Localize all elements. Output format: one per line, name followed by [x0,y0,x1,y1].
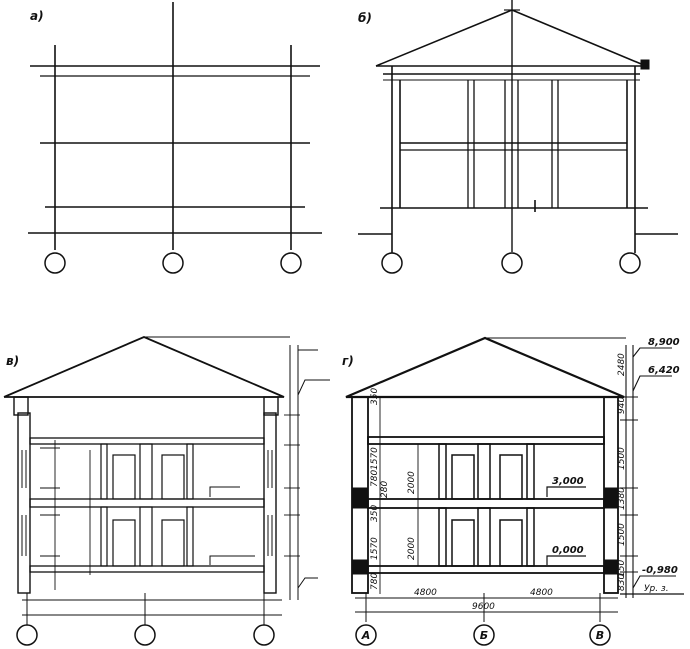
panel-g-partition-2-upper [477,443,491,500]
dim-left-sill-1f: 780 [370,573,380,590]
panel-v-top-slab [29,437,265,445]
panel-g-leader-ridge [632,347,672,358]
panel-a-axis-grid: а) [28,2,322,274]
dim-left-window-1f: 1570 [370,537,380,560]
panel-v-partition-2-lower [139,506,153,567]
panel-g-roof [345,336,625,399]
panel-b-label: б) [358,11,372,25]
panel-g-door-2f-right [499,454,523,500]
level-second-floor: 3,000 [552,476,584,487]
panel-a-axis-bubble-3 [280,252,302,274]
panel-v-parapet-left [13,396,29,416]
panel-g-door-1f-left [451,519,475,567]
level-ground: -0,980 [642,565,678,576]
panel-v-label: в) [6,354,19,368]
panel-b-roof [375,9,647,67]
dim-bay-left: 4800 [414,588,437,598]
panel-g-door-1f-right [499,519,523,567]
panel-v-wall-right [263,412,277,594]
panel-g-floor-slab [367,565,605,574]
panel-v-partition-3-upper [186,443,194,500]
panel-v-partition-2-upper [139,443,153,500]
panel-v-level-leader-1f [209,555,255,565]
panel-v-section-draft: в) [3,336,330,646]
dim-pier: 1380 [617,487,627,510]
dim-total-span: 9600 [472,602,495,612]
panel-a-label: а) [30,9,44,23]
panel-v-mid-slab [29,498,265,508]
panel-g-partition-3-upper [526,443,535,500]
panel-g-door-2f-left [451,454,475,500]
panel-v-axis-bubble-1 [16,624,38,646]
panel-v-door-1f-right [161,519,185,567]
dim-door-2f: 2000 [407,471,417,494]
dim-plinth: 830 [617,574,627,591]
dim-left-top: 350 [370,388,380,405]
panel-b-gutter [640,59,650,70]
panel-v-axis-bubble-3 [253,624,275,646]
dim-parapet: 940 [617,397,627,414]
dim-window-2f: 1500 [617,447,627,470]
panel-g-wall-left-lintel [351,487,369,509]
panel-g-level-leader-1f [546,555,586,565]
panel-g-axis-bubble-a [355,624,377,646]
panel-v-wall-left [17,412,31,594]
level-ridge: 8,900 [648,337,680,348]
dim-left-window-2f: 1570 [370,447,380,470]
panel-g-level-leader-2f [546,486,586,497]
dim-window-1f: 1500 [617,523,627,546]
panel-v-roof [3,336,285,398]
dim-bay-right: 4800 [530,588,553,598]
panel-g-top-slab [367,436,605,445]
panel-g-label: г) [342,354,354,368]
panel-v-partition-1-lower [100,506,108,567]
panel-g-axis-bubble-v [589,624,611,646]
panel-g-section-final: г) [342,336,684,646]
panel-b-axis-bubble-3 [619,252,641,274]
panel-v-leader-ground [297,577,318,589]
panel-g-partition-3-lower [526,507,535,567]
panel-v-partition-1-upper [100,443,108,500]
panel-v-partition-3-lower [186,506,194,567]
panel-g-wall-left-sill [351,559,369,575]
panel-v-floor-slab [29,565,265,573]
panel-b-axis-bubble-2 [501,252,523,274]
panel-v-parapet-right [263,396,279,416]
level-ground-label: Ур. з. [644,584,669,594]
axis-label-b: Б [480,629,488,642]
dim-base: 150 [617,560,627,577]
panel-g-annotations: А Б В 8,900 6,420 3,000 0,000 -0,980 Ур.… [361,337,680,642]
panel-g-leader-eaves [632,375,672,392]
panel-g-mid-slab [367,498,605,509]
panel-v-door-1f-left [112,519,136,567]
panel-g-wall-right-lintel [603,487,619,509]
level-first-floor: 0,000 [552,545,584,556]
panel-g-leader-ground [632,575,676,589]
panel-g-wall-right-sill [603,559,619,575]
dim-left-mid: 350 [370,505,380,522]
panel-v-leader-ridge [297,349,318,365]
panel-b-structural-outline: б) [358,0,678,274]
panel-g-partition-1-upper [438,443,447,500]
panel-g-partition-2-lower [477,507,491,567]
panel-v-leader-eaves [297,379,330,396]
axis-label-a: А [361,629,371,642]
dim-door-1f: 2000 [407,537,417,560]
dim-roof-height: 2480 [617,353,627,376]
panel-g-partition-1-lower [438,507,447,567]
panel-v-door-2f-right [161,454,185,500]
dim-left-slab: 280 [380,481,390,498]
panel-v-level-leader-2f [209,486,240,497]
level-eaves: 6,420 [648,365,680,376]
panel-g-axis-bubble-b [473,624,495,646]
panel-b-axis-bubble-1 [381,252,403,274]
panel-a-axis-bubble-2 [162,252,184,274]
panel-v-door-2f-left [112,454,136,500]
panel-a-axis-bubble-1 [44,252,66,274]
axis-label-v: В [596,629,604,642]
panel-v-axis-bubble-2 [134,624,156,646]
dim-left-sill-2f: 780 [370,470,380,487]
